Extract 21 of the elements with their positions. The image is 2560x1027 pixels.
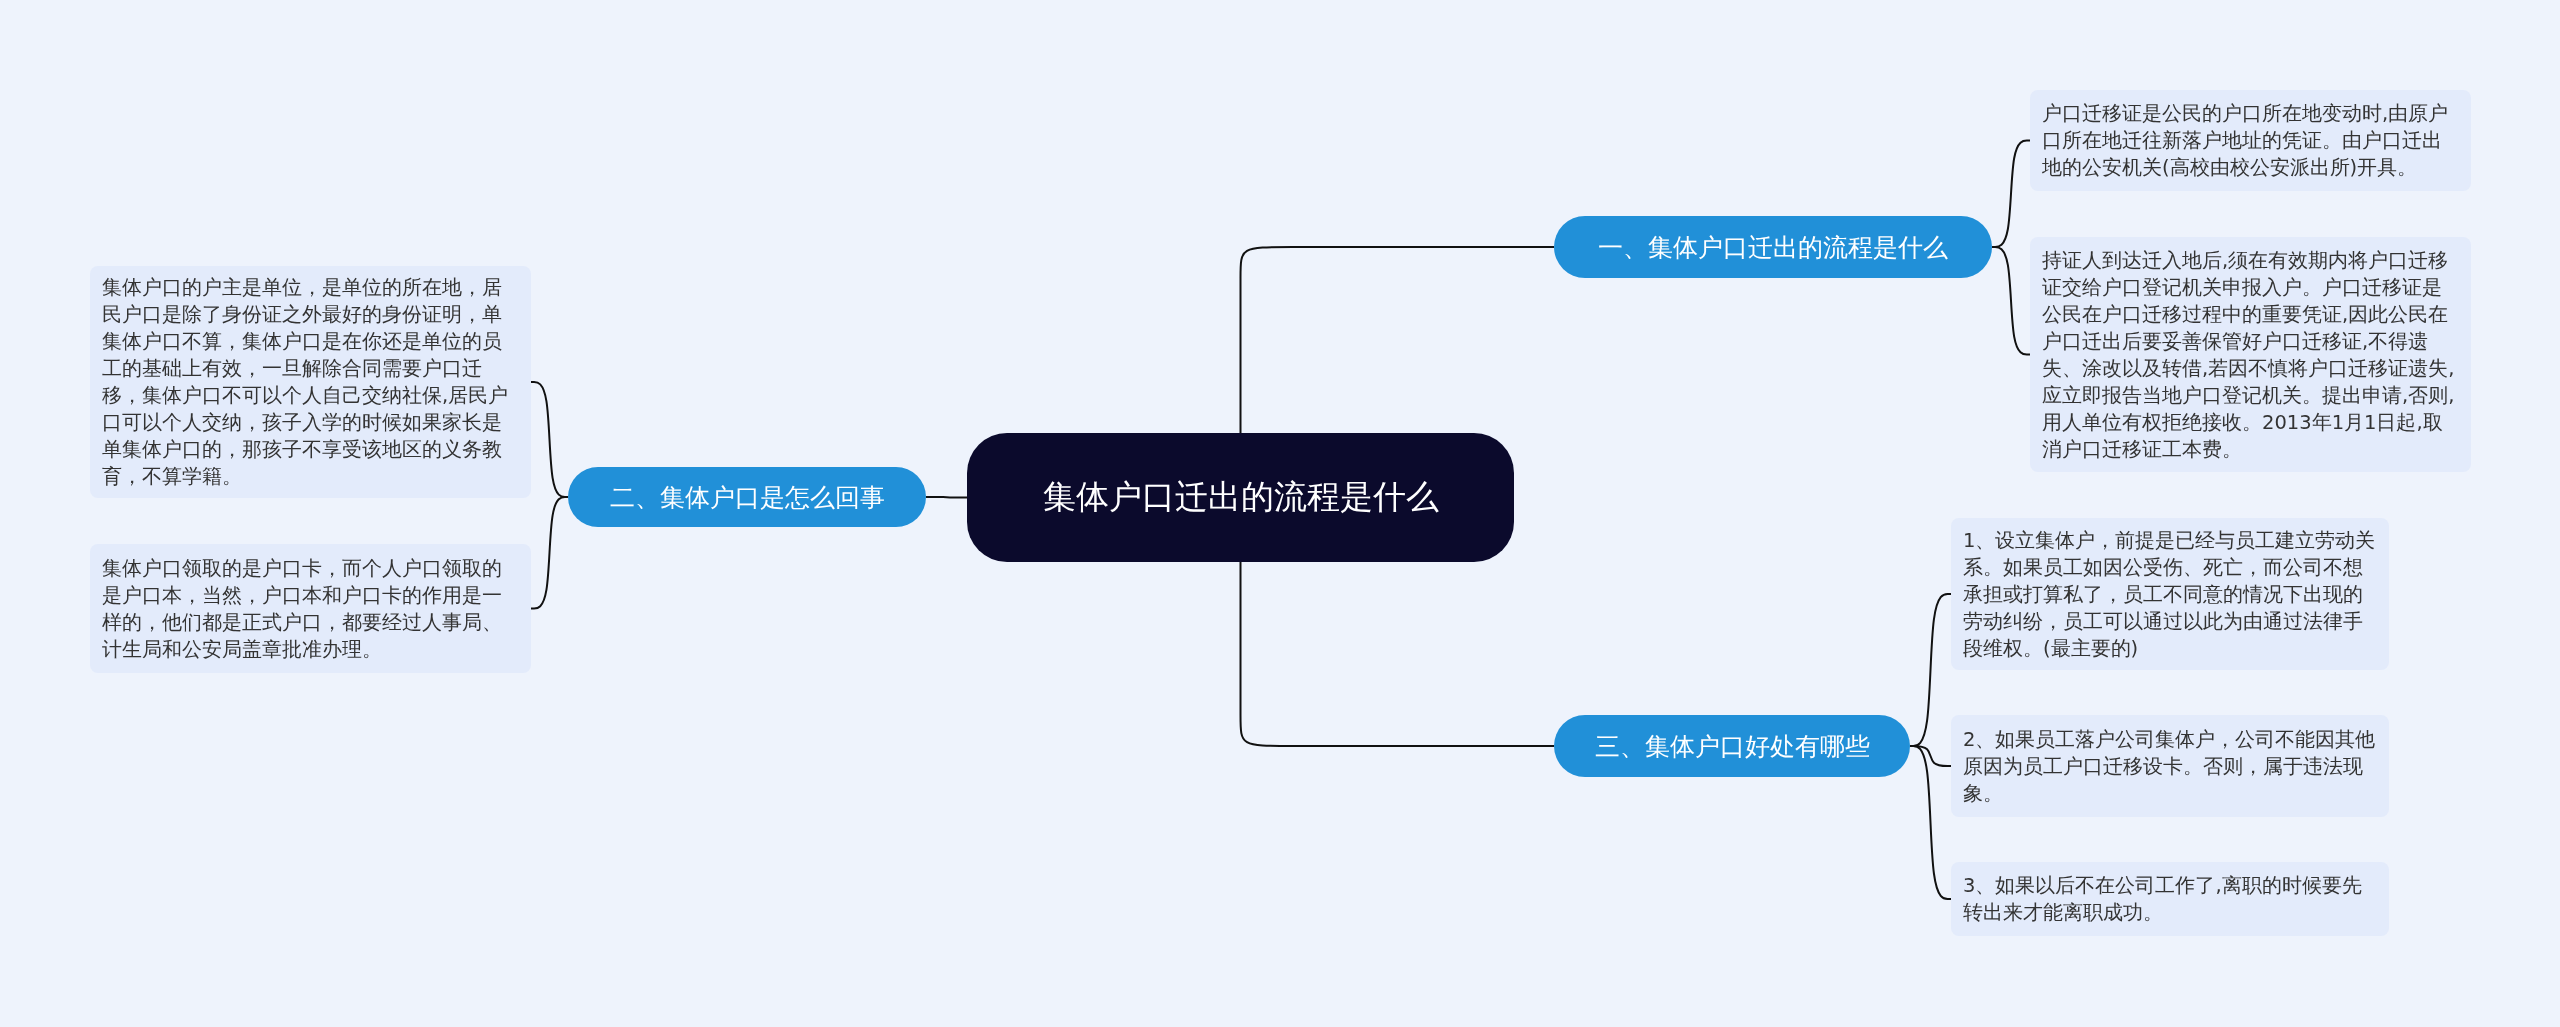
topic-label: 三、集体户口好处有哪些 (1594, 730, 1870, 763)
central-topic (967, 433, 1514, 562)
topic-pill (568, 467, 926, 527)
text-card (1951, 862, 2389, 936)
note-text: 集体户口的户主是单位，是单位的所在地，居民户口是除了身份证之外最好的身份证明，单集体户口不算，集体户口是在你还是单位的员工的基础上有效，一旦解除合同需要户口迁移，集体户口不可以个人自己交纳社保,居民户口可以个人交纳，孩子入学的时候如果家长是单集体户口的，那孩子不享受该地区的义务教育，不算学籍。 (102, 275, 510, 490)
connector-line (1239, 561, 1555, 747)
note-text: 户口迁移证是公民的户口所在地变动时,由原户口所在地迁往新落户地址的凭证。由户口迁出地的公安机关(高校由校公安派出所)开具。 (2042, 101, 2450, 181)
text-card (1951, 715, 2389, 817)
note-text: 集体户口领取的是户口卡，而个人户口领取的是户口本，当然，户口本和户口卡的作用是一样的，他们都是正式户口，都要经过人事局、计生局和公安局盖章批准办理。 (102, 555, 503, 663)
note-text: 2、如果员工落户公司集体户，公司不能因其他原因为员工户口迁移设卡。否则，属于违法现象。 (1963, 726, 2377, 807)
text-card (90, 544, 531, 673)
connector-line (925, 496, 968, 499)
note-text: 3、如果以后不在公司工作了,离职的时候要先转出来才能离职成功。 (1963, 873, 2363, 926)
topic-label: 一、集体户口迁出的流程是什么 (1598, 231, 1948, 264)
text-card (1951, 518, 2389, 670)
connector-line (1239, 246, 1555, 434)
topic-label: 二、集体户口是怎么回事 (609, 481, 885, 514)
note-text: 持证人到达迁入地后,须在有效期内将户口迁移证交给户口登记机关申报入户。户口迁移证是公民在户口迁移过程中的重要凭证,因此公民在户口迁出后要妥善保管好户口迁移证,不得遗失、涂改以及转借,若因不慎将户口迁移证遗失,应立即报告当地户口登记机关。提出申请,否则,用人单位有权拒绝接收。2013年1月1日起,取消户口迁移证工本费。 (2042, 247, 2456, 463)
note-text: 1、设立集体户，前提是已经与员工建立劳动关系。如果员工如因公受伤、死亡，而公司不想承担或打算私了，员工不同意的情况下出现的劳动纠纷，员工可以通过以此为由通过法律手段维权。(最主要的) (1963, 527, 2377, 662)
topic-label: 集体户口迁出的流程是什么 (1042, 476, 1439, 519)
text-card (2030, 90, 2471, 191)
